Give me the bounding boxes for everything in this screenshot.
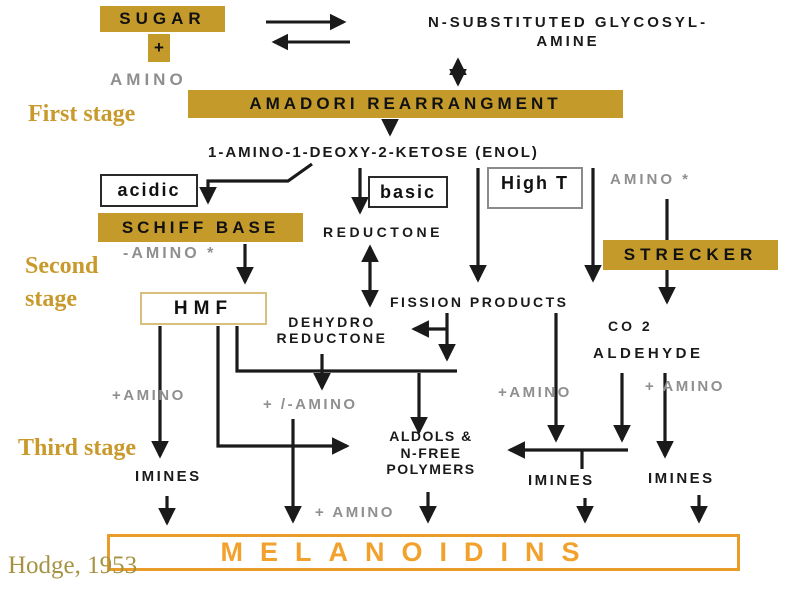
- co2-label: CO 2: [608, 318, 653, 334]
- first-stage-label: First stage: [28, 101, 136, 127]
- second-stage-line2: stage: [25, 286, 77, 312]
- melanoidins-box: MELANOIDINS: [107, 534, 740, 571]
- imines-left-label: IMINES: [135, 468, 202, 485]
- imines-center-label: IMINES: [528, 472, 595, 489]
- strecker-box: STRECKER: [603, 240, 778, 270]
- glycosylamine-label: N-SUBSTITUTED GLYCOSYL- AMINE: [388, 13, 748, 51]
- high-t-box: High T: [487, 167, 583, 209]
- hodge-citation: Hodge, 1953: [8, 552, 138, 579]
- aldehyde-label: ALDEHYDE: [593, 345, 704, 362]
- sugar-box: SUGAR: [100, 6, 225, 32]
- dehydro-line2: REDUCTONE: [276, 330, 388, 346]
- glycosylamine-line1: N-SUBSTITUTED GLYCOSYL-: [427, 14, 709, 31]
- second-stage-label: Second stage: [25, 250, 98, 316]
- plus-minus-amino-label: + /-AMINO: [263, 396, 358, 413]
- ketose-label: 1-AMINO-1-DEOXY-2-KETOSE (ENOL): [208, 144, 539, 161]
- dehydro-line1: DEHYDRO: [288, 314, 376, 330]
- aldols-line2: N-FREE: [400, 444, 462, 461]
- arrow-ketose-to-schiff-base: [199, 162, 313, 205]
- plus-amino-left-label: +AMINO: [112, 387, 186, 404]
- amadori-box: AMADORI REARRANGMENT: [188, 90, 623, 118]
- minus-amino-star-label: -AMINO *: [123, 245, 217, 262]
- aldols-line3: POLYMERS: [386, 461, 476, 477]
- acidic-box: acidic: [100, 174, 198, 207]
- plus-amino-center-label: +AMINO: [498, 384, 572, 401]
- amino-star-right-label: AMINO *: [610, 171, 691, 188]
- plus-amino-right-label: + AMINO: [645, 378, 725, 395]
- plus-amino-bottom-label: + AMINO: [315, 504, 395, 521]
- reductone-label: REDUCTONE: [323, 224, 443, 240]
- plus-box: +: [148, 34, 170, 62]
- glycosylamine-line2: AMINE: [536, 33, 600, 50]
- fission-products-label: FISSION PRODUCTS: [390, 294, 569, 310]
- dehydro-reductone-label: DEHYDRO REDUCTONE: [263, 314, 401, 346]
- third-stage-label: Third stage: [18, 435, 137, 461]
- imines-right-label: IMINES: [648, 470, 715, 487]
- aldols-line1: ALDOLS &: [389, 428, 473, 444]
- schiff-base-box: SCHIFF BASE: [98, 213, 303, 242]
- hmf-box: HMF: [140, 292, 267, 325]
- second-stage-line1: Second: [25, 253, 99, 279]
- amino-reactant-label: AMINO: [110, 70, 187, 89]
- aldols-polymers-label: ALDOLS & N-FREE POLYMERS: [372, 428, 490, 478]
- basic-box: basic: [368, 176, 448, 208]
